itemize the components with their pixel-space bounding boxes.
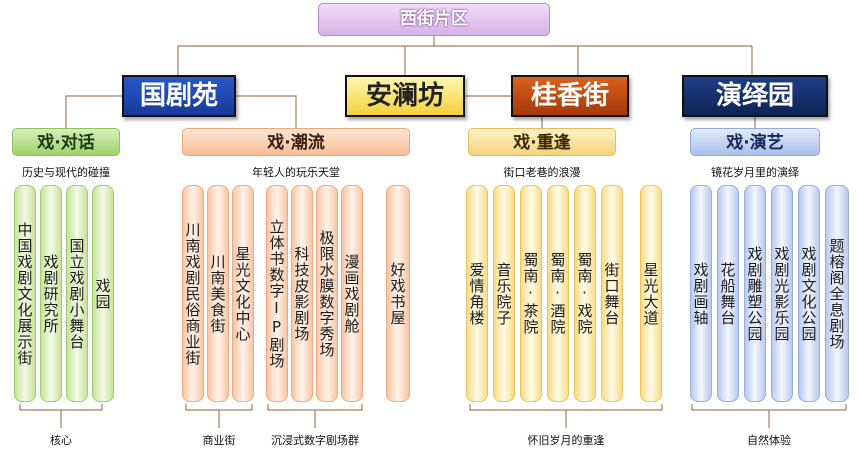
- leaf-flower-boat-stage: 花船舞台: [717, 185, 739, 402]
- group-label-nature-experience: 自然体验: [747, 434, 791, 447]
- group-label-immersive-theaters: 沉浸式数字剧场群: [271, 434, 359, 447]
- leaf-starlight-center: 星光文化中心: [232, 185, 254, 402]
- leaf-tech-shadow-theater: 科技皮影剧场: [291, 185, 313, 402]
- leaf-light-shadow-park: 戏剧光影乐园: [771, 185, 793, 402]
- subtitle-reunion: 街口老巷的浪漫: [503, 166, 581, 179]
- theme-trend: 戏·潮流: [182, 128, 410, 156]
- subtitle-performance: 镜花岁月里的演绎: [711, 166, 799, 179]
- theme-performance: 戏·演艺: [690, 128, 820, 156]
- leaf-sculpture-park: 戏剧雕塑公园: [744, 185, 766, 402]
- leaf-shunan-winehouse: 蜀南·酒院: [547, 185, 569, 402]
- leaf-popup-book-ip-theater: 立体书数字IP剧场: [266, 185, 288, 402]
- leaf-starlight-avenue: 星光大道: [640, 185, 662, 402]
- leaf-opera-scroll: 戏剧画轴: [690, 185, 712, 402]
- district-yanyiyuan: 演绎园: [682, 75, 828, 117]
- leaf-water-film-show: 极限水膜数字秀场: [316, 185, 338, 402]
- leaf-opera-bookhouse: 好戏书屋: [386, 185, 410, 402]
- district-guojuyuan: 国剧苑: [122, 75, 236, 117]
- leaf-food-street: 川南美食街: [207, 185, 229, 402]
- theme-reunion: 戏·重逢: [468, 128, 616, 156]
- subtitle-dialogue: 历史与现代的碰撞: [22, 166, 110, 179]
- leaf-shunan-theater: 蜀南·戏院: [574, 185, 596, 402]
- leaf-national-small-stage: 国立戏剧小舞台: [66, 185, 88, 402]
- group-label-core: 核心: [50, 434, 72, 447]
- leaf-comic-opera-cabin: 漫画戏剧舱: [341, 185, 363, 402]
- leaf-opera-garden: 戏园: [92, 185, 114, 402]
- leaf-opera-culture-street: 中国戏剧文化展示街: [14, 185, 36, 402]
- leaf-shunan-teahouse: 蜀南·茶院: [520, 185, 542, 402]
- leaf-opera-institute: 戏剧研究所: [40, 185, 62, 402]
- root-node-west-street: 西街片区: [318, 3, 550, 36]
- leaf-hologram-theater: 题榕阁全息剧场: [825, 185, 849, 402]
- leaf-street-stage: 街口舞台: [601, 185, 623, 402]
- group-label-commercial-street: 商业街: [202, 434, 236, 447]
- leaf-culture-park: 戏剧文化公园: [798, 185, 820, 402]
- district-anlanfang: 安澜坊: [345, 75, 465, 117]
- subtitle-trend: 年轻人的玩乐天堂: [252, 166, 340, 179]
- group-label-nostalgic-reunion: 怀旧岁月的重逢: [527, 434, 605, 447]
- theme-dialogue: 戏·对话: [12, 128, 120, 156]
- leaf-music-courtyard: 音乐院子: [493, 185, 515, 402]
- leaf-love-tower: 爱情角楼: [466, 185, 488, 402]
- district-guixiangjie: 桂香街: [511, 75, 629, 117]
- leaf-folk-commercial-street: 川南戏剧民俗商业街: [182, 185, 204, 402]
